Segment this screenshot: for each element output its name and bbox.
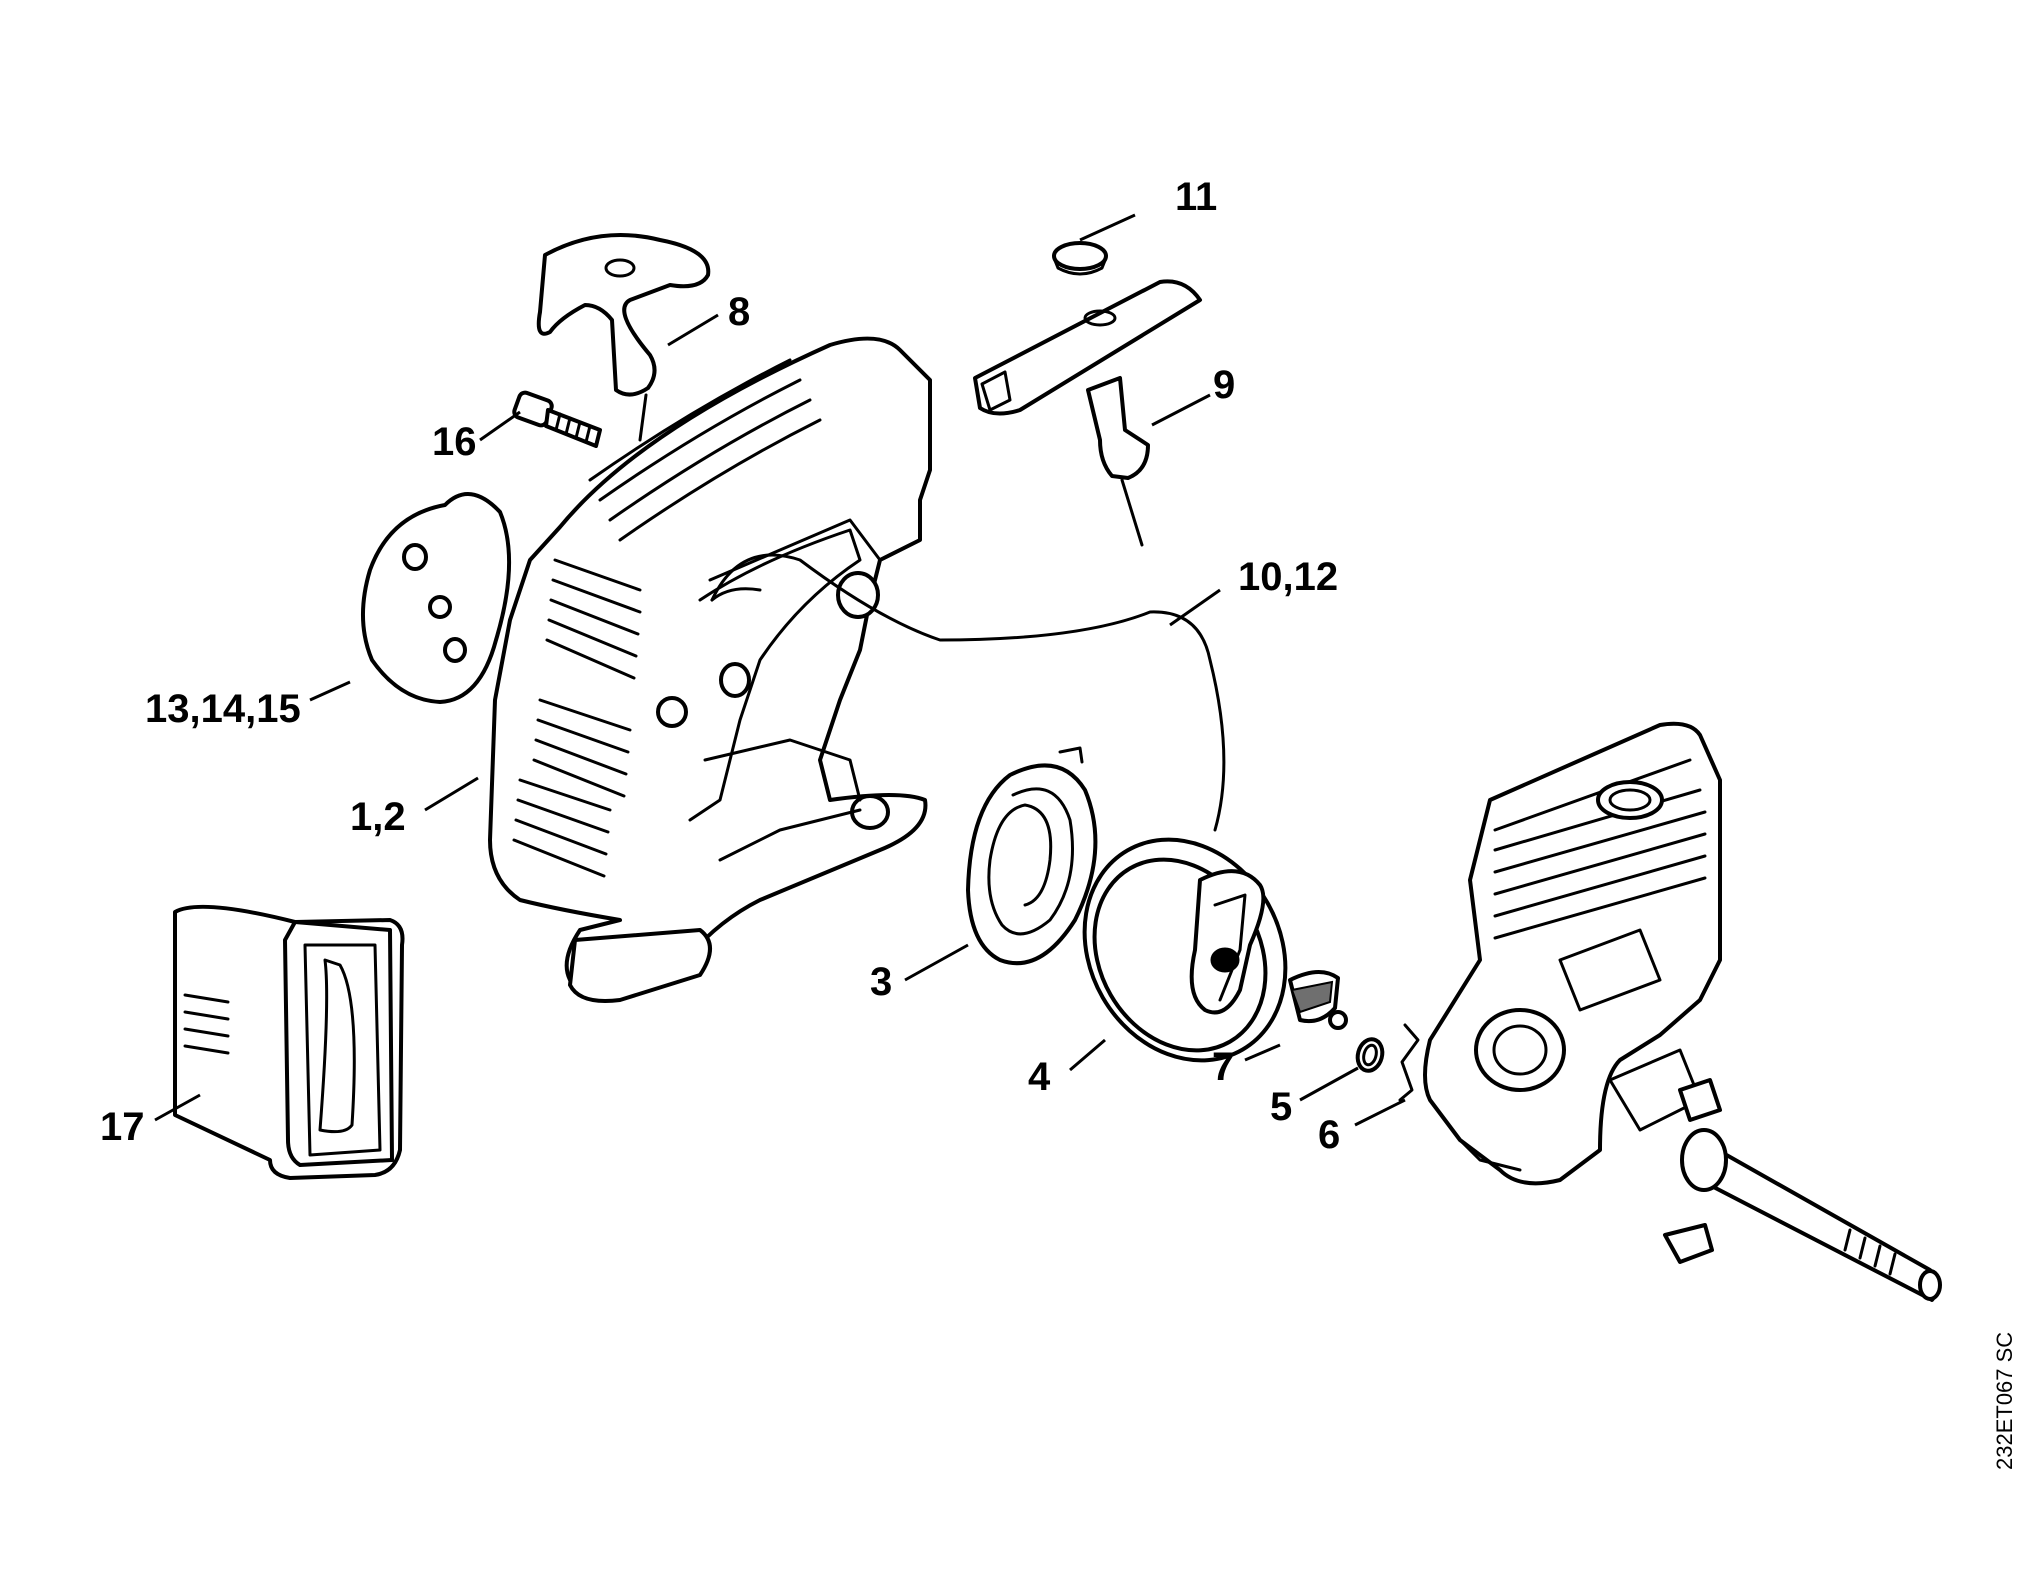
callout-3: 3 (870, 960, 892, 1004)
part-17-intake-cover (173, 904, 405, 1180)
engine-crankcase-cylinder (1423, 721, 1942, 1302)
callout-labels: 11 8 9 16 10,12 13,14,15 1,2 3 4 7 5 6 1… (100, 175, 1340, 1157)
part-6-spring-clip (1398, 1023, 1420, 1102)
part-3-spring (966, 746, 1098, 966)
part-8-starter-grip (536, 233, 711, 442)
callout-1-2: 1,2 (350, 795, 406, 839)
callout-17: 17 (100, 1105, 145, 1149)
callout-13-14-15: 13,14,15 (145, 687, 301, 731)
drawing-id: 232ET067 SC (1992, 1332, 2017, 1470)
part-5-washer (1355, 1037, 1385, 1073)
leader-lines (154, 213, 1406, 1127)
callout-8: 8 (728, 290, 750, 334)
callout-16: 16 (432, 420, 477, 464)
part-7-pawl (1288, 970, 1348, 1030)
callout-4: 4 (1028, 1055, 1051, 1099)
callout-7: 7 (1212, 1045, 1234, 1089)
part-9-starter-grip (973, 279, 1202, 547)
part-10-12-rope (710, 553, 1226, 832)
callout-11: 11 (1175, 175, 1217, 219)
part-4-rope-rotor (1082, 837, 1288, 1063)
part-11-cap (1052, 241, 1108, 276)
part-1-2-fan-housing (488, 336, 932, 1003)
callout-9: 9 (1213, 363, 1235, 407)
callout-5: 5 (1270, 1085, 1292, 1129)
callout-10-12: 10,12 (1238, 555, 1338, 599)
part-13-14-15-disc (361, 492, 512, 704)
callout-6: 6 (1318, 1113, 1340, 1157)
part-16-screw (512, 390, 602, 448)
